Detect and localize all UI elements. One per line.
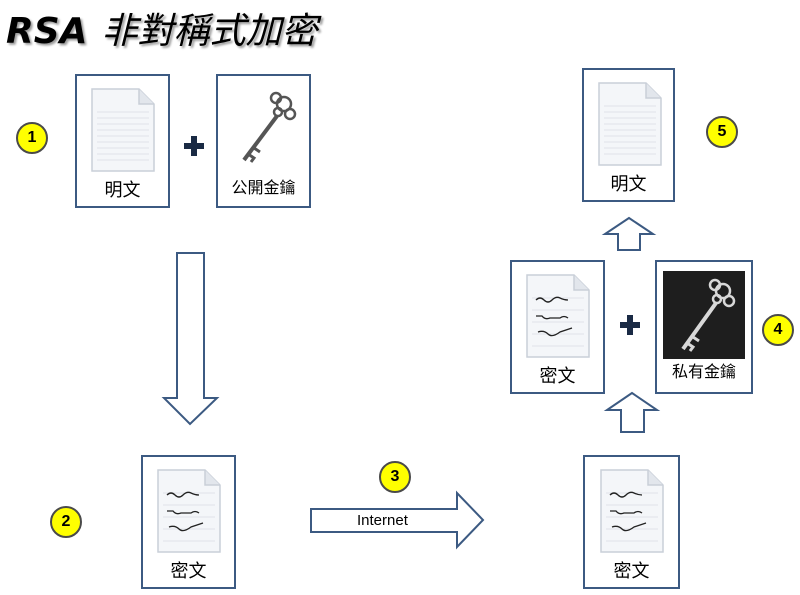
private-key-label: 私有金鑰 bbox=[671, 362, 736, 381]
document-icon bbox=[91, 88, 155, 172]
ciphertext-label: 密文 bbox=[539, 366, 576, 387]
plaintext-label: 明文 bbox=[104, 180, 141, 201]
up-arrow-upper bbox=[601, 216, 657, 251]
private-key-box: 私有金鑰 bbox=[655, 260, 753, 394]
plus-icon bbox=[620, 315, 640, 335]
ciphertext-label: 密文 bbox=[613, 561, 650, 582]
ciphertext-box-received: 密文 bbox=[583, 455, 680, 589]
right-arrow-internet bbox=[310, 490, 485, 550]
title-rsa: RSA bbox=[6, 11, 88, 52]
down-arrow bbox=[161, 252, 220, 426]
step-4-badge: 4 bbox=[762, 314, 794, 346]
step-2-badge: 2 bbox=[50, 506, 82, 538]
private-key-image bbox=[663, 271, 745, 359]
step-3-badge: 3 bbox=[379, 461, 411, 493]
document-icon bbox=[598, 82, 662, 166]
diagram-title: RSA 非對稱式加密 bbox=[6, 14, 318, 50]
ciphertext-box-step2: 密文 bbox=[141, 455, 236, 589]
plaintext-label: 明文 bbox=[610, 174, 647, 195]
internet-label: Internet bbox=[357, 512, 408, 529]
plaintext-box-step5: 明文 bbox=[582, 68, 675, 202]
public-key-label: 公開金鑰 bbox=[231, 178, 296, 197]
up-arrow-lower bbox=[603, 391, 661, 433]
step-5-badge: 5 bbox=[706, 116, 738, 148]
key-icon bbox=[681, 278, 736, 352]
ciphertext-box-step4: 密文 bbox=[510, 260, 605, 394]
encrypted-document-icon bbox=[526, 274, 590, 358]
ciphertext-label: 密文 bbox=[170, 561, 207, 582]
plus-icon bbox=[184, 136, 204, 156]
encrypted-document-icon bbox=[600, 469, 664, 553]
title-asymmetric-encryption: 非對稱式加密 bbox=[101, 11, 318, 52]
encrypted-document-icon bbox=[157, 469, 221, 553]
public-key-box: 公開金鑰 bbox=[216, 74, 311, 208]
plaintext-box-step1: 明文 bbox=[75, 74, 170, 208]
key-icon bbox=[242, 91, 297, 163]
step-1-badge: 1 bbox=[16, 122, 48, 154]
